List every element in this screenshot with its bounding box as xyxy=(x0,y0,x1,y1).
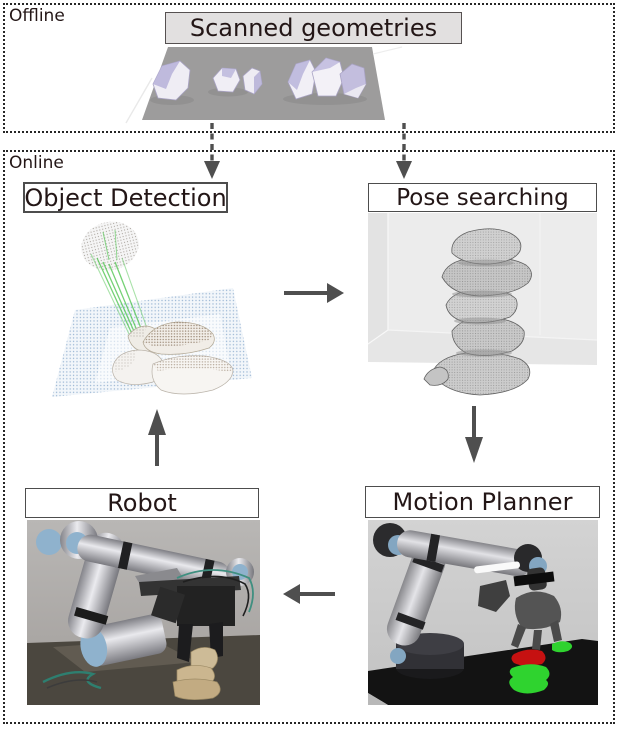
sim-object-blobs xyxy=(509,641,573,694)
node-object-detection-label: Object Detection xyxy=(24,183,227,212)
arrow-object-detection-to-pose-searching xyxy=(284,283,344,303)
node-pose-searching-label: Pose searching xyxy=(396,184,569,211)
arrow-pose-searching-to-motion-planner xyxy=(465,406,483,463)
object-detection-illustration xyxy=(52,221,252,397)
matching-beam xyxy=(90,253,149,341)
motion-planner-illustration xyxy=(368,520,598,705)
arrow-scanned-to-object-detection xyxy=(204,123,220,179)
node-scanned-geometries: Scanned geometries xyxy=(165,12,462,44)
sim-gripper-parts xyxy=(474,561,562,650)
robot-arm xyxy=(36,521,254,667)
offline-section xyxy=(3,3,615,133)
arrow-robot-to-object-detection xyxy=(148,409,166,466)
arrow-motion-planner-to-robot xyxy=(283,584,335,604)
scanned-geometries-illustration xyxy=(125,46,403,124)
photo-rocks xyxy=(172,647,221,700)
node-robot: Robot xyxy=(25,488,259,518)
detected-rocks xyxy=(112,321,234,395)
node-pose-searching: Pose searching xyxy=(368,183,597,212)
pose-searching-illustration xyxy=(368,213,597,396)
robot-gripper xyxy=(135,568,254,662)
rock-stack xyxy=(423,228,532,396)
robot-photo-illustration xyxy=(27,520,260,705)
node-motion-planner-label: Motion Planner xyxy=(392,488,573,516)
arrow-scanned-to-pose-searching xyxy=(396,123,412,179)
template-pointcloud xyxy=(81,221,139,271)
node-motion-planner: Motion Planner xyxy=(365,486,600,518)
online-section-label: Online xyxy=(9,153,64,173)
online-section xyxy=(3,150,615,724)
offline-section-label: Offline xyxy=(9,6,65,26)
scanned-rocks xyxy=(150,57,367,105)
node-object-detection: Object Detection xyxy=(23,182,228,213)
node-robot-label: Robot xyxy=(107,489,177,517)
node-scanned-geometries-label: Scanned geometries xyxy=(189,14,438,42)
